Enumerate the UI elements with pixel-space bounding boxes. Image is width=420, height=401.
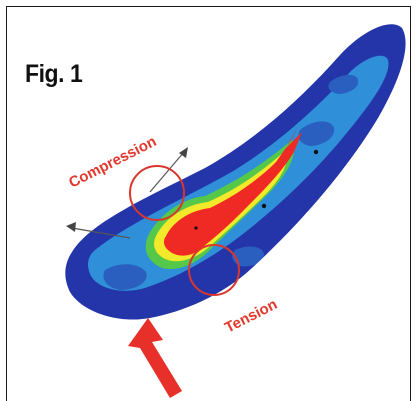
dot-marker xyxy=(194,226,197,229)
compression-label: Compression xyxy=(66,133,159,192)
tooth-stress-map-icon xyxy=(65,24,405,319)
dot-marker xyxy=(262,204,266,208)
dot-marker xyxy=(314,150,318,154)
tension-label: Tension xyxy=(222,296,280,337)
arrow-head-icon xyxy=(66,222,76,232)
force-arrow-icon xyxy=(128,318,182,398)
